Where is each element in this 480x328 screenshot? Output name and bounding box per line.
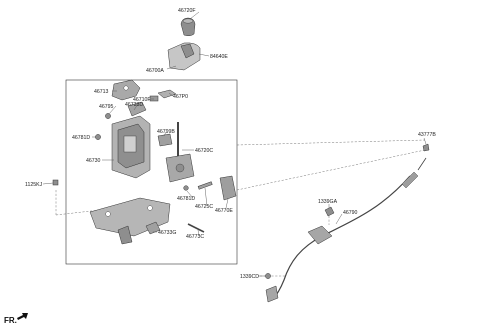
- part-labels: 46720F 84640E 46700A 46713 46710F 467P0 …: [25, 8, 436, 280]
- grommet-part-1339CD: [265, 273, 271, 279]
- label-46733D: 46733D: [125, 102, 143, 108]
- knob-boot-cover: [167, 42, 201, 71]
- label-46770E: 46770E: [215, 208, 233, 214]
- grommet-part-1339GA: [324, 206, 335, 217]
- shift-lever-46720C: [165, 122, 195, 183]
- label-46700A: 46700A: [146, 68, 164, 74]
- shift-cable-46790: [265, 157, 427, 303]
- label-46781D-right: 46781D: [177, 196, 195, 202]
- pin-part-46725C: [197, 181, 213, 190]
- label-46790: 46790: [343, 210, 358, 216]
- assembly-frame: [65, 79, 238, 265]
- nut-part-46781D-left: [95, 134, 101, 140]
- clip-part-43777B: [422, 143, 430, 152]
- label-46799B: 46799B: [157, 129, 175, 135]
- pin-part-46773C: [187, 223, 205, 233]
- label-46720C: 46720C: [195, 148, 213, 154]
- label-43777B: 43777B: [418, 132, 436, 138]
- label-46725C: 46725C: [195, 204, 213, 210]
- label-46795: 46795: [99, 104, 114, 110]
- label-1339CD: 1339CD: [240, 274, 259, 280]
- label-1339GA: 1339GA: [318, 199, 338, 205]
- detent-part-46770E: [219, 175, 237, 201]
- clip-part-46710F: [149, 95, 159, 102]
- front-direction-marker: FR.: [4, 313, 28, 325]
- label-84640E: 84640E: [210, 54, 228, 60]
- screw-part-46795: [105, 113, 111, 119]
- front-arrow-icon: [17, 313, 28, 320]
- label-46720F: 46720F: [178, 8, 196, 14]
- shifter-housing-46730: [111, 115, 151, 179]
- leader-lines: [42, 11, 427, 277]
- block-part-46799B: [157, 133, 173, 147]
- bracket-part-46733G: [145, 221, 161, 235]
- bracket-part-46713: [111, 79, 141, 101]
- bracket-part-46733D: [127, 101, 147, 117]
- front-label: FR.: [4, 316, 17, 325]
- nut-part-46781D-right: [183, 185, 189, 191]
- label-46710F: 46710F: [133, 97, 151, 103]
- label-46773C: 46773C: [186, 234, 204, 240]
- label-46713: 46713: [94, 89, 109, 95]
- label-467P0: 467P0: [173, 94, 188, 100]
- shift-knob: [180, 17, 196, 37]
- label-46733G: 46733G: [158, 230, 176, 236]
- slide-part-467P0: [157, 89, 177, 99]
- shifter-base-plate: [89, 197, 171, 245]
- label-46781D-left: 46781D: [72, 135, 90, 141]
- bolt-part-1125KJ: [52, 179, 59, 186]
- label-1125KJ: 1125KJ: [25, 182, 43, 188]
- label-46730: 46730: [86, 158, 101, 164]
